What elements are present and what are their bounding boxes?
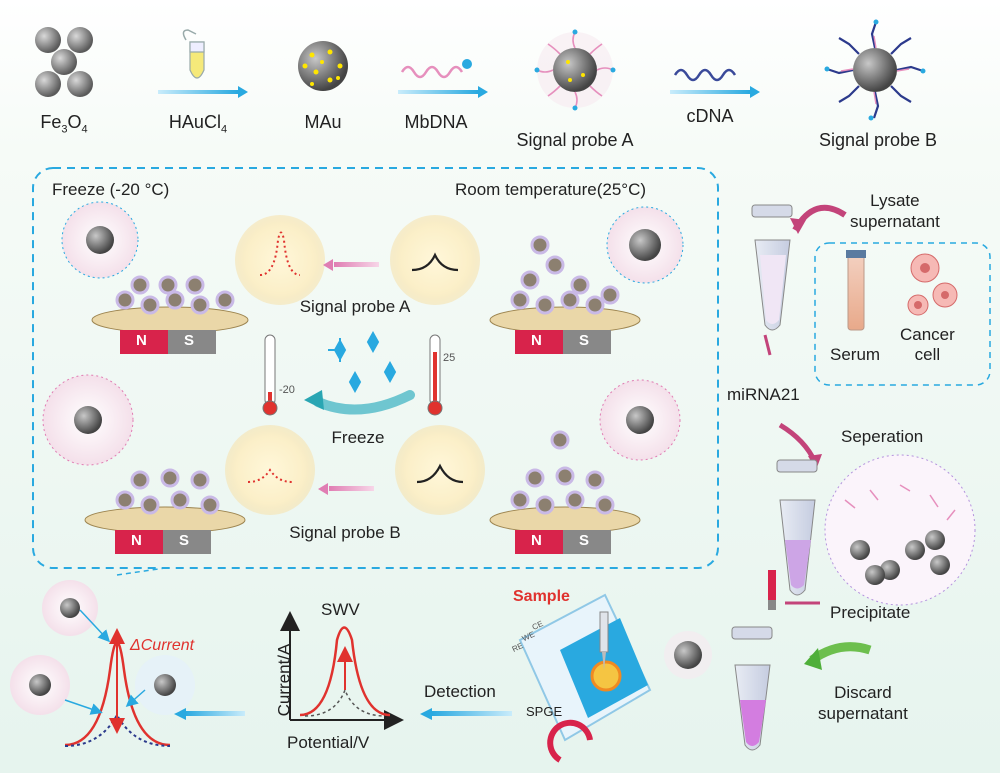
signal-probe-a-label: Signal probe A bbox=[516, 130, 634, 150]
top-arrows bbox=[158, 86, 760, 98]
spge-label: SPGE bbox=[526, 704, 563, 719]
panel-pink-arrows bbox=[318, 259, 379, 495]
discard-arrow bbox=[804, 642, 872, 670]
magnet-top-left bbox=[91, 306, 249, 354]
left-arrow-to-peak bbox=[174, 708, 245, 720]
thermometer-cold-icon bbox=[262, 334, 278, 416]
serum-tube-icon bbox=[846, 250, 866, 331]
bottom-right-particle bbox=[664, 631, 712, 679]
swv-ylabel: Current/A bbox=[274, 643, 294, 717]
magnet-bottom-right bbox=[489, 506, 641, 554]
haucl4-tube-icon bbox=[182, 29, 205, 79]
mbdna-label: MbDNA bbox=[404, 112, 468, 132]
room-temperature-title: Room temperature(25°C) bbox=[455, 180, 647, 199]
fe3o4-particles bbox=[35, 27, 93, 97]
lysate-arrow-head bbox=[790, 218, 806, 234]
magnet-s-bl: S bbox=[179, 532, 190, 549]
magnet-bottom-left bbox=[84, 506, 246, 554]
magnet-s-br: S bbox=[579, 532, 590, 549]
magnet-n-bl: N bbox=[131, 532, 142, 549]
mechanism-panel-border bbox=[32, 167, 719, 569]
signal-glow-b-left bbox=[225, 425, 315, 515]
signal-probe-b-particle bbox=[824, 19, 926, 121]
mau-particle bbox=[298, 41, 348, 91]
mbdna-strand bbox=[400, 59, 472, 79]
magnet-top-right bbox=[489, 306, 641, 354]
swv-xlabel: Potential/V bbox=[287, 733, 370, 752]
signal-probe-b-label: Signal probe B bbox=[818, 130, 938, 150]
lysate-label: Lysate supernatant bbox=[850, 191, 940, 232]
mau-label: MAu bbox=[304, 112, 342, 132]
tube-bottom-right bbox=[731, 626, 773, 751]
mirna21-label: miRNA21 bbox=[727, 385, 800, 404]
fe3o4-sub2: 4 bbox=[81, 123, 88, 136]
haucl4-label: HAuCl4 bbox=[169, 112, 227, 136]
thermometer-warm-icon bbox=[427, 334, 443, 416]
panel-probe-b-label: Signal probe B bbox=[289, 523, 401, 542]
fe3o4-text: Fe bbox=[40, 112, 62, 132]
zoom-bubbles-panel bbox=[42, 201, 684, 466]
detection-label: Detection bbox=[424, 682, 496, 701]
signal-probe-a-particle bbox=[534, 29, 616, 111]
cancer-cell-icons bbox=[907, 253, 958, 316]
nanoparticle-aggregates bbox=[115, 235, 620, 515]
freeze-arrow bbox=[304, 390, 415, 415]
haucl-sub: 4 bbox=[220, 123, 228, 136]
pipette-icon bbox=[599, 611, 609, 670]
magnet-n-br: N bbox=[531, 532, 542, 549]
cdna-strand bbox=[673, 68, 737, 82]
fe3o4-label: Fe3O4 bbox=[40, 112, 87, 136]
tube-middle-right bbox=[768, 459, 818, 610]
thermo-cold-label: -20 bbox=[279, 384, 295, 396]
swv-label: SWV bbox=[321, 600, 360, 619]
sample-source-box bbox=[814, 242, 991, 386]
magnet-n-tr: N bbox=[531, 332, 542, 349]
serum-label: Serum bbox=[830, 345, 881, 364]
tube-top-right bbox=[751, 204, 793, 331]
cdna-label: cDNA bbox=[686, 106, 734, 126]
freeze-label: Freeze bbox=[331, 428, 385, 447]
magnet-n-tl: N bbox=[136, 332, 147, 349]
separation-label: Seperation bbox=[841, 427, 924, 446]
freeze-title: Freeze (-20 °C) bbox=[52, 180, 170, 199]
fe3o4-o: O bbox=[67, 112, 82, 132]
sample-label: Sample bbox=[513, 588, 570, 605]
mirna-arrow bbox=[763, 334, 772, 356]
precipitate-label: Precipitate bbox=[830, 603, 911, 622]
signal-glow-a-right bbox=[390, 215, 480, 305]
snowflake-icons bbox=[328, 330, 397, 394]
bottom-left-bubbles bbox=[10, 567, 195, 715]
discard-label: Discard supernatant bbox=[818, 683, 908, 724]
thermo-warm-label: 25 bbox=[443, 352, 456, 364]
delta-current-label: ΔCurrent bbox=[130, 637, 195, 654]
separation-zoom-bubble bbox=[824, 454, 976, 606]
swv-plot bbox=[280, 611, 404, 730]
panel-probe-a-label: Signal probe A bbox=[299, 297, 411, 316]
delta-current-plot bbox=[64, 628, 171, 747]
detection-arrow bbox=[420, 708, 512, 720]
cancer-cell-label: Cancer cell bbox=[900, 325, 955, 365]
fe3o4-sub1: 3 bbox=[61, 123, 68, 136]
signal-glow-b-right bbox=[395, 425, 485, 515]
haucl-text: HAuCl bbox=[168, 112, 221, 132]
signal-glow-a-left bbox=[235, 215, 325, 305]
magnet-s-tl: S bbox=[184, 332, 195, 349]
magnet-s-tr: S bbox=[579, 332, 590, 349]
lysate-arrow bbox=[792, 204, 847, 232]
